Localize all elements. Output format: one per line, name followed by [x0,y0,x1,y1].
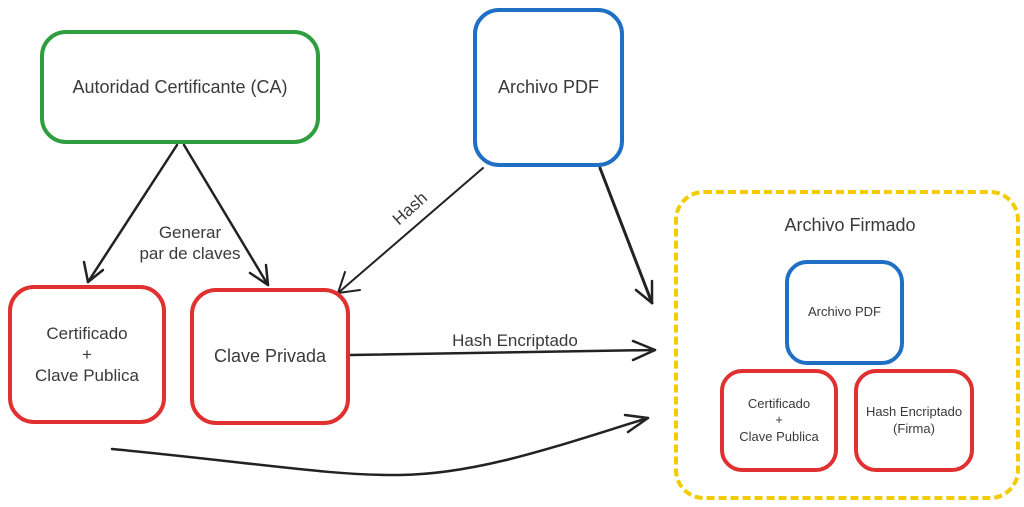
node-label-line2: + [775,412,783,428]
arrow-ca-to-certificate [86,143,179,284]
arrowhead-ca-to-private-key [248,263,270,287]
node-private-key[interactable]: Clave Privada [190,288,350,425]
edge-label-text: Hash Encriptado [452,331,578,350]
arrowhead-private-key-to-signed-file [631,339,657,362]
edge-label-generate-keys: Generar par de claves [125,222,255,265]
arrow-ca-to-private-key [182,143,270,287]
node-certificate-public-key[interactable]: Certificado + Clave Publica [8,285,166,424]
node-label: Archivo PDF [808,304,881,320]
edge-label-encrypted-hash: Hash Encriptado [425,330,605,351]
signed-file-pdf[interactable]: Archivo PDF [785,260,904,365]
node-label: Archivo PDF [497,77,600,98]
arrow-pdf-to-signed-file [598,166,654,305]
edge-label-line2: par de claves [139,244,241,264]
node-label-line1: Certificado [46,323,128,343]
node-label-line1: Hash Encriptado [865,404,963,420]
node-label-line2: (Firma) [893,420,935,436]
node-certificate-authority[interactable]: Autoridad Certificante (CA) [40,30,320,144]
arrowhead-pdf-to-signed-file [634,279,654,305]
signed-file-title-text: Archivo Firmado [784,215,916,235]
node-label-line1: Certificado [747,396,811,412]
node-label: Clave Privada [213,346,327,367]
arrow-private-key-to-signed-file [348,348,657,357]
edge-label-line1: Generar [158,223,222,242]
signed-file-signature[interactable]: Hash Encriptado (Firma) [854,369,974,472]
node-label: Autoridad Certificante (CA) [72,76,288,97]
arrow-pdf-to-private-key [337,167,484,294]
signed-file-certificate[interactable]: Certificado + Clave Publica [720,369,838,472]
node-pdf-file[interactable]: Archivo PDF [473,8,624,167]
arrow-certificate-to-signed-file [110,416,650,477]
signed-file-container[interactable] [674,190,1020,500]
arrowhead-ca-to-certificate [82,260,105,284]
node-label-line2: + [82,344,92,364]
node-label-line3: Clave Publica [739,428,819,444]
node-label-line3: Clave Publica [35,366,139,386]
arrowhead-certificate-to-signed-file [623,413,650,434]
signed-file-title: Archivo Firmado [740,214,960,237]
